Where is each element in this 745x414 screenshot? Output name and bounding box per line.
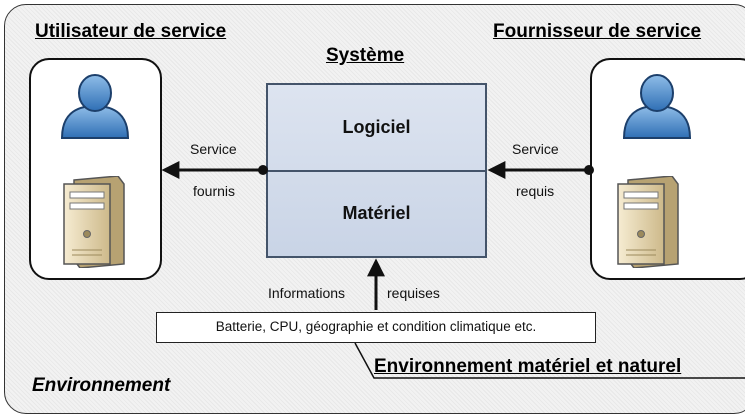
environment-label: Environnement — [32, 375, 171, 396]
user-heading: Utilisateur de service — [35, 21, 227, 42]
system-divider — [266, 170, 487, 172]
info-label: Informations — [268, 285, 346, 301]
system-heading: Système — [326, 45, 405, 66]
person-icon — [60, 74, 130, 139]
service-provided-label: Service — [190, 141, 237, 157]
server-icon — [63, 176, 125, 268]
hardware-label: Matériel — [342, 203, 411, 223]
provided-label: fournis — [193, 183, 236, 199]
software-label: Logiciel — [342, 117, 411, 137]
server-icon — [617, 176, 679, 268]
provider-heading: Fournisseur de service — [493, 21, 702, 42]
environment-factors-box: Batterie, CPU, géographie et condition c… — [156, 312, 596, 343]
person-icon — [622, 74, 692, 139]
service-required-label: Service — [512, 141, 559, 157]
required-label: requis — [516, 183, 555, 199]
required-info-label: requises — [387, 285, 440, 301]
env-hardware-heading: Environnement matériel et naturel — [374, 356, 682, 377]
